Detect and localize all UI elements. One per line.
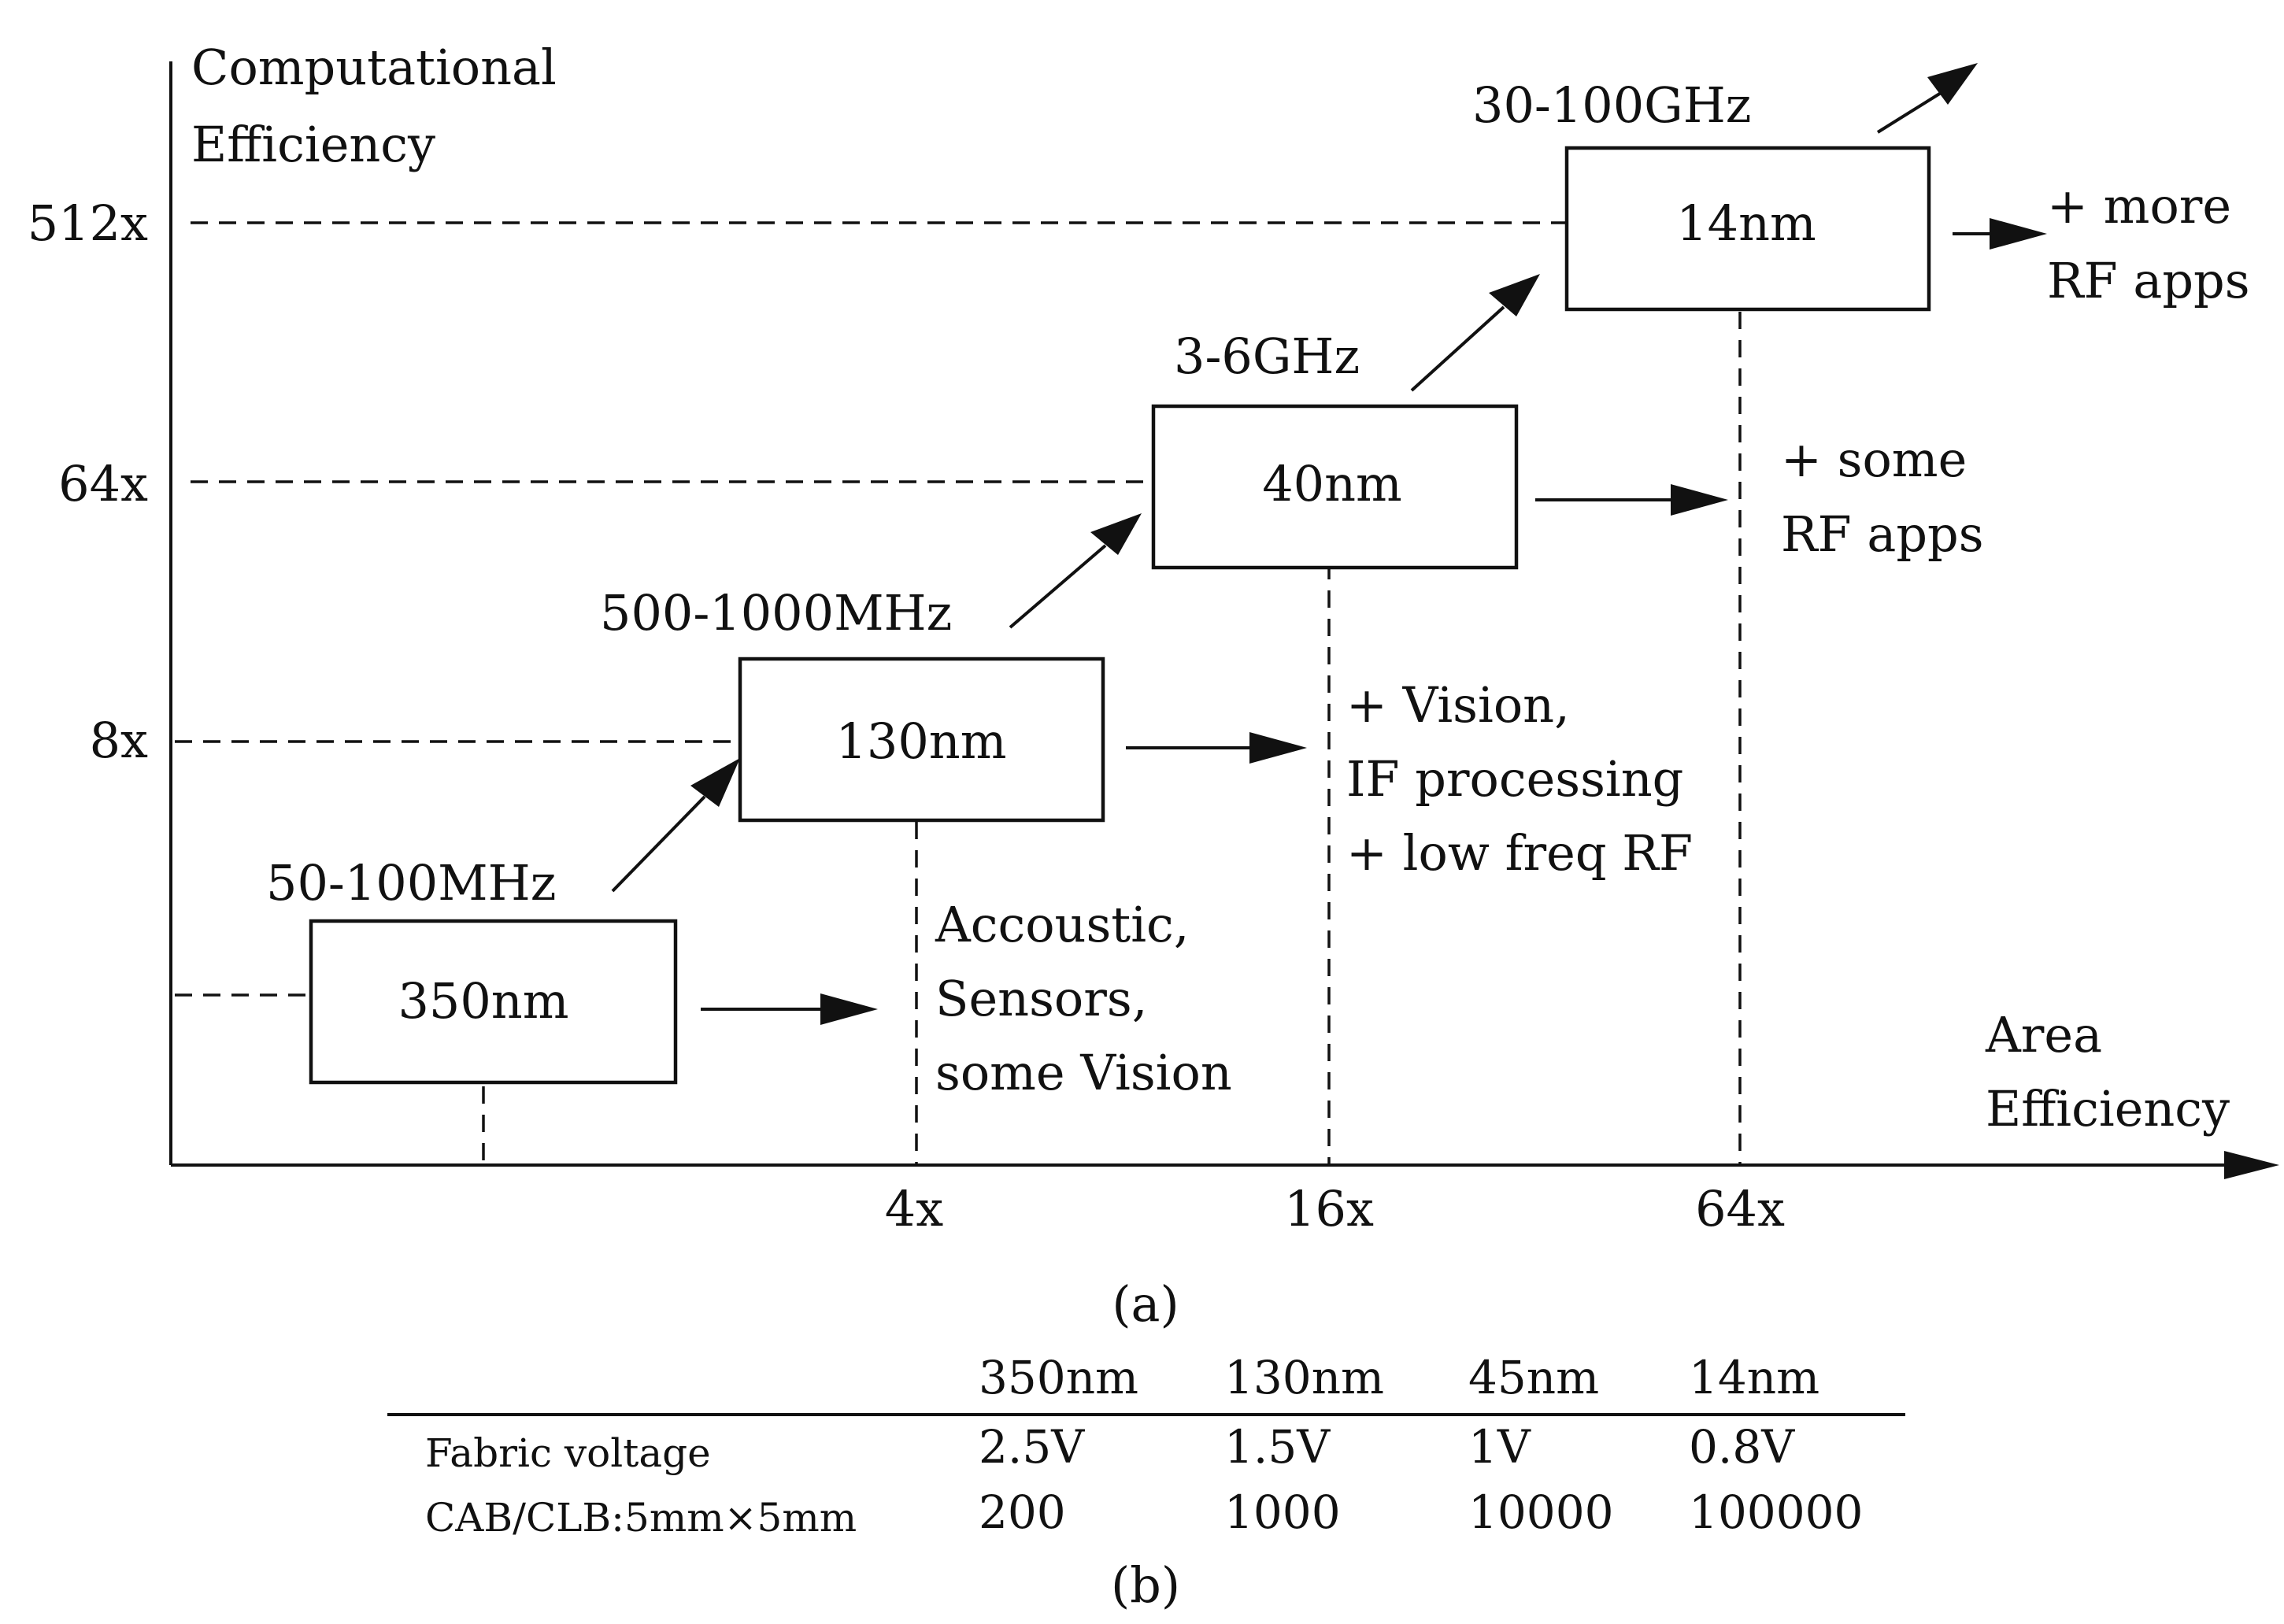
- y-tick-8x: 8x: [90, 712, 148, 769]
- node-350nm-box: [309, 919, 678, 1085]
- x-axis-label-line2: Efficiency: [1986, 1080, 2230, 1138]
- apps-130nm-line1: + Vision,: [1346, 676, 1570, 734]
- apps-40nm-line1: + some: [1781, 431, 1967, 488]
- y-axis-label-line2: Efficiency: [191, 116, 435, 173]
- x-tick-16x: 16x: [1284, 1180, 1374, 1237]
- table-header-130nm: 130nm: [1224, 1351, 1384, 1404]
- caption-b: (b): [1111, 1556, 1180, 1614]
- table-cell-voltage-350nm: 2.5V: [979, 1420, 1085, 1474]
- x-axis-label-line1: Area: [1985, 1006, 2102, 1064]
- apps-14nm-line1: + more: [2047, 177, 2231, 235]
- diag-arrowhead-3: [1489, 274, 1540, 316]
- freq-40nm: 3-6GHz: [1174, 327, 1360, 385]
- horiz-arrowhead-3: [1671, 484, 1728, 516]
- y-tick-512x: 512x: [28, 194, 148, 252]
- y-axis-label-line1: Computational: [191, 39, 557, 96]
- horiz-arrowhead-1: [820, 993, 878, 1025]
- node-350nm-label: 350nm: [398, 972, 568, 1030]
- table-cell-voltage-14nm: 0.8V: [1689, 1420, 1795, 1474]
- diag-arrowhead-4: [1927, 63, 1978, 105]
- diag-arrow-1: [611, 795, 706, 893]
- freq-14nm: 30-100GHz: [1472, 76, 1751, 134]
- table-row-label-cab-clb: CAB/CLB:5mm×5mm: [425, 1495, 857, 1541]
- x-axis-arrowhead: [2224, 1151, 2279, 1179]
- node-130nm-box: [738, 657, 1105, 823]
- y-tick-64x: 64x: [58, 455, 148, 512]
- diag-arrow-3: [1410, 305, 1505, 392]
- table-row-label-voltage: Fabric voltage: [425, 1430, 711, 1476]
- voltage-density-table: 350nm 130nm 45nm 14nm Fabric voltage 2.5…: [387, 1351, 1905, 1541]
- table-header-350nm: 350nm: [979, 1351, 1138, 1404]
- apps-130nm-line2: IF processing: [1346, 750, 1683, 808]
- x-tick-64x: 64x: [1695, 1180, 1785, 1237]
- apps-14nm-line2: RF apps: [2047, 252, 2250, 309]
- table-cell-cab-350nm: 200: [979, 1485, 1066, 1539]
- node-14nm-box: [1564, 146, 1931, 312]
- table-header-45nm: 45nm: [1468, 1351, 1599, 1404]
- x-tick-4x: 4x: [885, 1180, 943, 1237]
- table-cell-voltage-45nm: 1V: [1468, 1420, 1531, 1474]
- horiz-arrowhead-4: [1990, 218, 2047, 250]
- apps-40nm-line2: RF apps: [1781, 505, 1984, 563]
- node-40nm-label: 40nm: [1262, 455, 1402, 512]
- diag-arrow-2: [1009, 544, 1107, 629]
- node-130nm-label: 130nm: [835, 712, 1006, 770]
- diag-arrowhead-1: [690, 758, 740, 807]
- apps-350nm-line2: Sensors,: [935, 970, 1147, 1027]
- table-cell-cab-130nm: 1000: [1224, 1485, 1341, 1539]
- table-cell-cab-14nm: 100000: [1689, 1485, 1863, 1539]
- node-14nm-label: 14nm: [1676, 194, 1816, 252]
- table-cell-voltage-130nm: 1.5V: [1224, 1420, 1331, 1474]
- caption-a: (a): [1112, 1275, 1179, 1333]
- node-40nm-box: [1151, 404, 1519, 570]
- freq-130nm: 500-1000MHz: [600, 584, 952, 642]
- diag-arrow-4: [1876, 89, 1946, 134]
- freq-350nm: 50-100MHz: [266, 854, 556, 912]
- horiz-arrowhead-2: [1249, 732, 1307, 764]
- apps-130nm-line3: + low freq RF: [1346, 824, 1693, 882]
- table-header-14nm: 14nm: [1689, 1351, 1819, 1404]
- apps-350nm-line3: some Vision: [935, 1044, 1232, 1101]
- table-cell-cab-45nm: 10000: [1468, 1485, 1614, 1539]
- apps-350nm-line1: Accoustic,: [935, 896, 1189, 953]
- diag-arrowhead-2: [1090, 513, 1142, 555]
